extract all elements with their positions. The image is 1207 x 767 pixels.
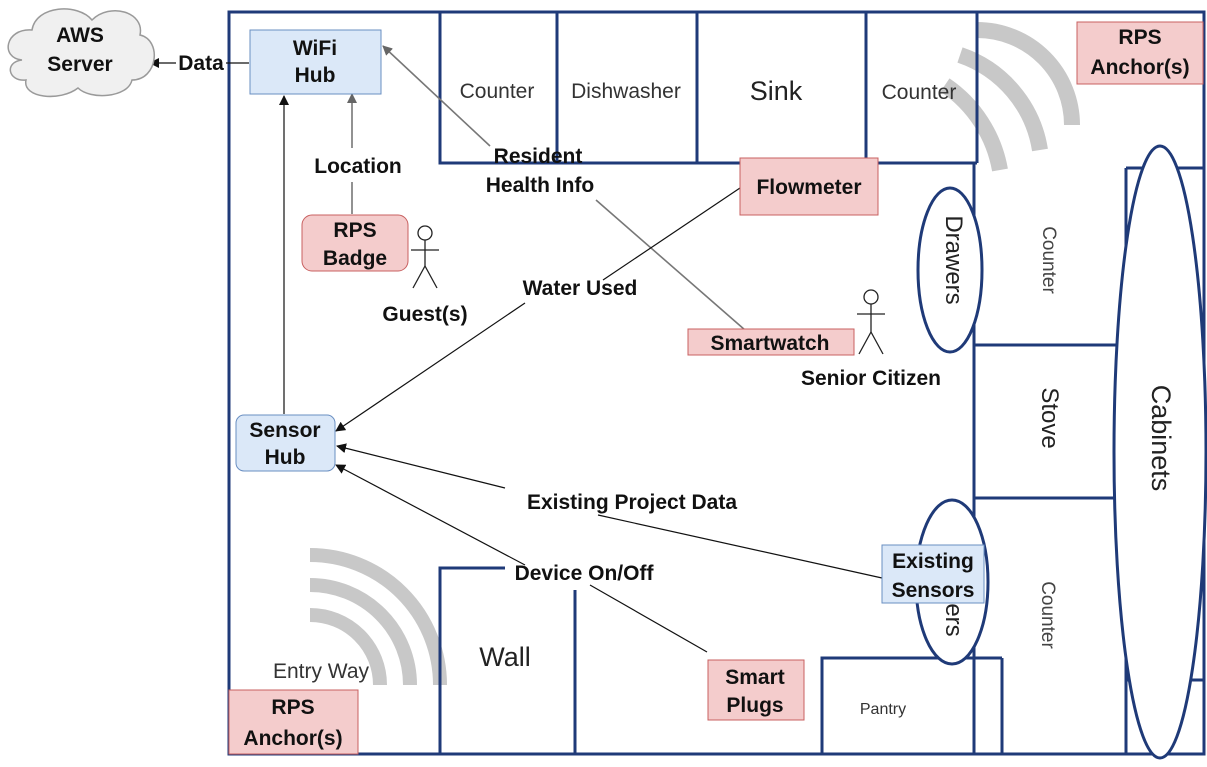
wifi-hub-line2: Hub [295,64,336,87]
smartwatch-box: Smartwatch [687,328,855,356]
senior-person-icon [857,289,885,355]
room-entry-way: Entry Way [273,660,370,683]
existing-sensors-line2: Sensors [892,579,975,602]
smart-plugs-box: Smart Plugs [707,659,805,721]
line-smartwatch-to-health [595,199,746,331]
aws-line1: AWS [56,24,104,47]
rps-badge-line2: Badge [323,247,387,270]
senior-citizen-label: Senior Citizen [801,367,941,390]
edge-label-water-used: Water Used [523,277,638,300]
cabinets-oval [1112,144,1207,760]
edge-label-resident-line2: Health Info [486,174,595,197]
aws-server-cloud: AWS Server [7,8,155,98]
line-sensors-to-project-data [597,514,883,579]
arrow-existing-project-data [336,443,506,489]
room-drawers-top: Drawers [940,215,967,304]
room-counter-1: Counter [460,80,535,103]
rps-badge-box: RPS Badge [301,214,409,272]
edge-label-existing-project-data: Existing Project Data [527,491,737,514]
edge-label-device-on-off: Device On/Off [515,562,655,585]
room-pantry: Pantry [860,701,906,718]
existing-sensors-line1: Existing [892,550,974,573]
room-counter-right-bottom: Counter [1037,581,1058,649]
rps-anchor-bottom-box: RPS Anchor(s) [228,689,359,755]
edge-label-data: Data [178,52,224,75]
smart-plugs-line1: Smart [725,666,785,689]
room-counter-2: Counter [882,81,957,104]
rps-badge-line1: RPS [333,219,376,242]
smart-plugs-line2: Plugs [726,694,783,717]
edge-label-resident-line1: Resident [494,145,583,168]
sensor-hub-box: Sensor Hub [235,414,336,472]
sensor-hub-line1: Sensor [249,419,320,442]
arrow-device-on-off [335,464,526,566]
guest-label: Guest(s) [382,303,467,326]
existing-sensors-box: Existing Sensors [881,544,985,604]
room-stove: Stove [1036,387,1063,448]
flowmeter-box: Flowmeter [739,157,879,216]
rps-anchor-top-line1: RPS [1118,26,1161,49]
sensor-hub-line2: Hub [265,446,306,469]
room-cabinets: Cabinets [1146,385,1176,492]
wifi-signal-icon-bottom [309,548,447,686]
edge-label-location: Location [314,155,402,178]
wifi-hub-box: WiFi Hub [249,29,382,95]
wifi-signal-icon-top [940,22,1080,172]
guest-person-icon [411,225,439,289]
room-wall: Wall [479,642,531,672]
wifi-hub-line1: WiFi [293,37,337,60]
drawers-top-oval [916,186,984,354]
line-flowmeter-to-water [602,187,741,281]
room-sink: Sink [750,76,803,106]
flowmeter-label: Flowmeter [756,176,861,199]
rps-anchor-top-line2: Anchor(s) [1090,56,1189,79]
connectors [149,45,883,653]
line-plugs-to-device [589,584,708,653]
arrow-water-used [335,302,526,432]
smartwatch-label: Smartwatch [710,332,829,355]
arrow-health-info [382,45,491,147]
rps-anchor-top-box: RPS Anchor(s) [1076,21,1204,85]
room-counter-right-top: Counter [1038,226,1059,294]
rps-anchor-bottom-line1: RPS [271,696,314,719]
room-dishwasher: Dishwasher [571,80,681,103]
rps-anchor-bottom-line2: Anchor(s) [243,727,342,750]
aws-line2: Server [47,53,112,76]
